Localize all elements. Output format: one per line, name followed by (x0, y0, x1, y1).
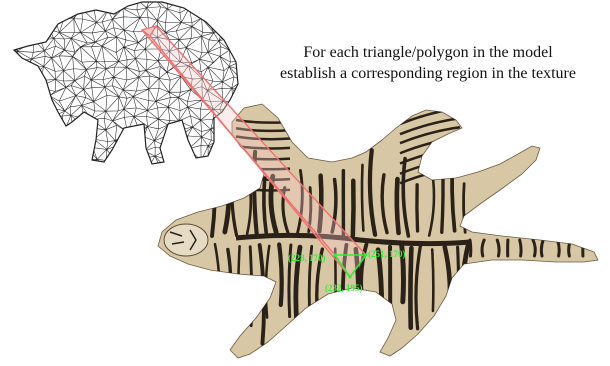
pelt-stripe (597, 240, 598, 256)
pelt-stripe (225, 172, 229, 232)
pelt-stripe (464, 184, 466, 233)
pelt-stripe (520, 240, 521, 256)
figure-caption: For each triangle/polygon in the model e… (248, 42, 608, 84)
coord-label-1: (228, 170) (288, 253, 326, 263)
pelt-stripe (458, 247, 459, 305)
pelt-stripe (238, 246, 239, 314)
vertex-1-marker (333, 253, 336, 256)
pelt-stripe (353, 181, 354, 236)
pelt-stripe (470, 240, 471, 256)
pelt-stripe (417, 185, 418, 231)
pelt-stripe (557, 240, 559, 256)
pelt-stripe (250, 247, 252, 326)
caption-line-2: establish a corresponding region in the … (248, 63, 608, 84)
pelt-stripe (279, 245, 282, 305)
pelt-stripe (362, 165, 363, 231)
pelt-head (164, 224, 208, 256)
vertex-3-marker (348, 275, 351, 278)
caption-line-1: For each triangle/polygon in the model (248, 42, 608, 63)
pelt-stripe (397, 179, 399, 233)
pelt-stripe (212, 162, 215, 236)
coord-label-2: (251, 170) (368, 249, 406, 259)
pelt-stripe (463, 245, 468, 311)
pelt-stripe (410, 248, 411, 328)
pelt-stripe (442, 160, 443, 232)
pelt-stripe (541, 240, 543, 256)
pelt-stripe (378, 250, 382, 340)
coord-label-3: (232, 195) (325, 283, 363, 293)
pelt-stripe (432, 249, 433, 311)
tiger-skin-texture-icon (158, 104, 598, 358)
pelt-stripe (228, 250, 231, 303)
